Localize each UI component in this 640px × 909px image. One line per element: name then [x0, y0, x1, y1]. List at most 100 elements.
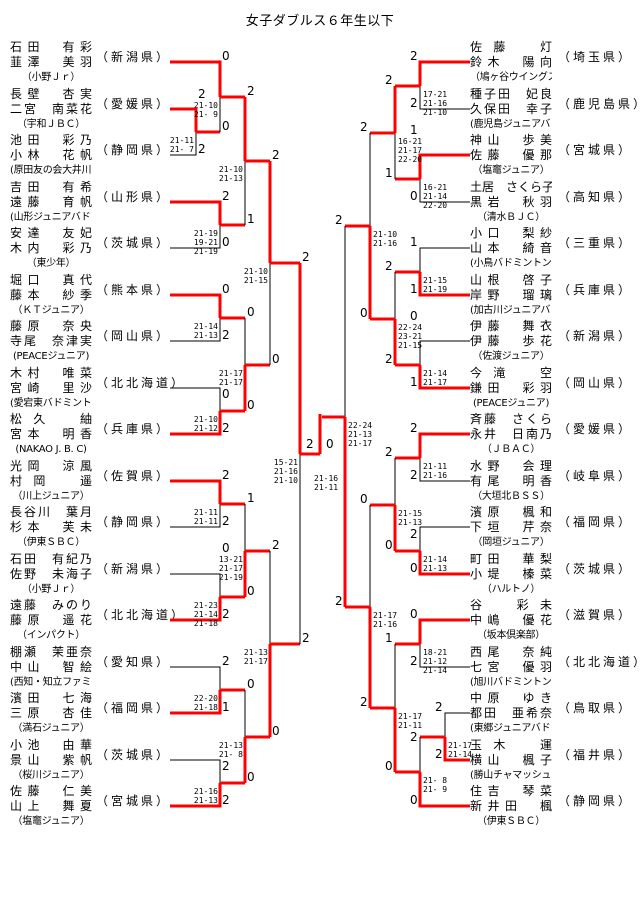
- games-won: 2: [335, 594, 343, 608]
- player-names: 堀口 真代藤本 紗季（ＫＴジュニア）: [10, 273, 92, 318]
- player-2-name: 久保田 幸子: [470, 101, 552, 116]
- match-score: 21-23 21-14 21-18: [193, 601, 218, 628]
- team-entry: 堀口 真代藤本 紗季（ＫＴジュニア）（熊本県）: [0, 273, 168, 319]
- winner-path: [170, 783, 222, 808]
- team-entry: 遠藤 みのり藤原 遥花（インパクト）（北北海道）: [0, 598, 183, 644]
- player-2-name: 鎌田 彩羽: [470, 380, 552, 395]
- player-2-name: 中嶋 優花: [470, 613, 552, 627]
- club-name: (鹿児島ジュニアバドミントンスクール): [470, 118, 552, 130]
- player-2-name: 永井 日南乃: [470, 427, 552, 441]
- loser-path: [170, 573, 221, 597]
- player-1-name: 佐藤 灯: [470, 40, 552, 54]
- prefecture-label: （福岡県）: [96, 701, 172, 715]
- player-names: 松久 紬宮本 明香(NAKAO J. B. C): [10, 412, 92, 457]
- winner-path: [443, 737, 470, 762]
- player-1-name: 土居 さくら子: [470, 179, 552, 194]
- player-2-name: 小堤 榛菜: [470, 566, 552, 581]
- team-entry: 伊藤 舞衣伊藤 歩花（佐渡ジュニア）（新潟県）: [470, 319, 635, 365]
- club-name: （伊東ＳＢＣ）: [477, 816, 545, 827]
- prefecture-label: （愛媛県）: [96, 96, 172, 111]
- club-name: (PEACEジュニア): [12, 351, 90, 362]
- match-score: 16-21 21-14 22-20: [423, 183, 448, 210]
- club-name: （宇和ＪＢＣ）: [17, 118, 85, 130]
- prefecture-label: （福井県）: [558, 747, 634, 762]
- player-1-name: 谷 彩未: [470, 598, 552, 612]
- match-score: 21-16 21-13: [193, 787, 218, 805]
- player-1-name: 安達 友妃: [10, 226, 92, 240]
- winner-path: [170, 107, 198, 132]
- match-score: 21- 8 21- 9: [423, 776, 448, 794]
- match-score: 21-14 21-13: [423, 555, 448, 573]
- prefecture-label: （北北海道）: [96, 608, 187, 622]
- prefecture-label: （北北海道）: [96, 375, 187, 390]
- player-names: 町田 華梨小堤 榛菜（ハルトノ）: [470, 552, 552, 597]
- prefecture-label: （三重県）: [558, 236, 634, 250]
- team-entry: 土居 さくら子黒岩 秋羽（清水ＢＪＣ）（高知県）: [470, 180, 635, 226]
- games-won: 2: [198, 142, 206, 156]
- player-1-name: 棚瀬 茉亜奈: [10, 644, 92, 659]
- player-1-name: 玉木 運: [470, 737, 552, 752]
- winner-path: [418, 60, 470, 86]
- player-1-name: 長壁 杏実: [10, 86, 92, 101]
- prefecture-label: （茨城県）: [96, 236, 172, 250]
- team-entry: 濱原 楓和下垣 芹奈（岡垣ジュニア）（福岡県）: [470, 505, 635, 551]
- player-1-name: 西尾 奈純: [470, 644, 552, 659]
- games-won: 2: [302, 250, 310, 264]
- team-entry: 水野 会理有尾 明香（大垣北ＢＳＳ）（岐阜県）: [470, 459, 635, 505]
- games-won: 0: [272, 352, 280, 366]
- games-won: 2: [385, 259, 393, 273]
- player-2-name: 小林 花帆: [10, 148, 92, 162]
- team-entry: 安達 友妃木内 彩乃（東少年）（茨城県）: [0, 226, 168, 272]
- player-1-name: 山根 啓子: [470, 272, 552, 287]
- player-2-name: 佐野 未海子: [10, 566, 92, 581]
- games-won: 2: [385, 352, 393, 366]
- club-name: （小野Ｊｒ）: [21, 72, 81, 83]
- club-name: (山形ジュニアバドミントンスポーツ少年団): [10, 211, 92, 223]
- club-name: (勝山チャマッシュジュニア): [470, 769, 552, 781]
- match-score: 21-11 21-16: [423, 462, 448, 480]
- prefecture-label: （福岡県）: [558, 515, 634, 529]
- prefecture-label: （岡山県）: [96, 329, 172, 343]
- match-score: 22-24 21-13 21-17: [348, 421, 373, 448]
- winner-path: [170, 293, 222, 318]
- games-won: 2: [222, 468, 230, 482]
- club-name: （桜川ジュニア）: [12, 769, 90, 781]
- loser-path: [170, 666, 221, 690]
- player-2-name: 藤本 紗季: [10, 287, 92, 302]
- club-name: (旭川バドミントンジュニア・クラブ): [470, 676, 552, 688]
- match-score: 21-15 21-19: [423, 276, 448, 294]
- games-won: 2: [435, 747, 443, 761]
- games-won: 2: [410, 654, 418, 668]
- games-won: 0: [222, 541, 230, 555]
- team-entry: 住吉 琴菜新井田 楓（伊東ＳＢＣ）（静岡県）: [470, 784, 635, 830]
- match-score: 13-21 21-17 21-19: [218, 555, 243, 582]
- prefecture-label: （茨城県）: [558, 561, 634, 576]
- team-entry: 佐藤 灯鈴木 陽向（鳩ヶ谷ウイングス）（埼玉県）: [470, 40, 635, 86]
- player-2-name: 有尾 明香: [470, 473, 552, 488]
- games-won: 2: [410, 468, 418, 482]
- player-names: 住吉 琴菜新井田 楓（伊東ＳＢＣ）: [470, 784, 552, 829]
- player-1-name: 光岡 涼風: [10, 458, 92, 473]
- games-won: 0: [247, 305, 255, 319]
- games-won: 1: [385, 631, 393, 645]
- match-score: 21-17 21-17: [218, 369, 243, 387]
- player-1-name: 住吉 琴菜: [470, 784, 552, 798]
- player-1-name: 吉田 有希: [10, 179, 92, 194]
- games-won: 0: [247, 584, 255, 598]
- match-score: 21-10 21-15: [243, 267, 268, 285]
- winner-path: [418, 618, 470, 644]
- games-won: 0: [410, 607, 418, 621]
- match-score: 21-17 21-11: [398, 712, 423, 730]
- loser-path: [419, 86, 470, 110]
- prefecture-label: （埼玉県）: [558, 50, 634, 64]
- player-names: 小池 由華景山 紫帆（桜川ジュニア）: [10, 738, 92, 783]
- player-names: 石田 有紀乃佐野 未海子（小野Ｊｒ）: [10, 552, 92, 597]
- games-won: 1: [247, 491, 255, 505]
- prefecture-label: （山形県）: [96, 189, 172, 204]
